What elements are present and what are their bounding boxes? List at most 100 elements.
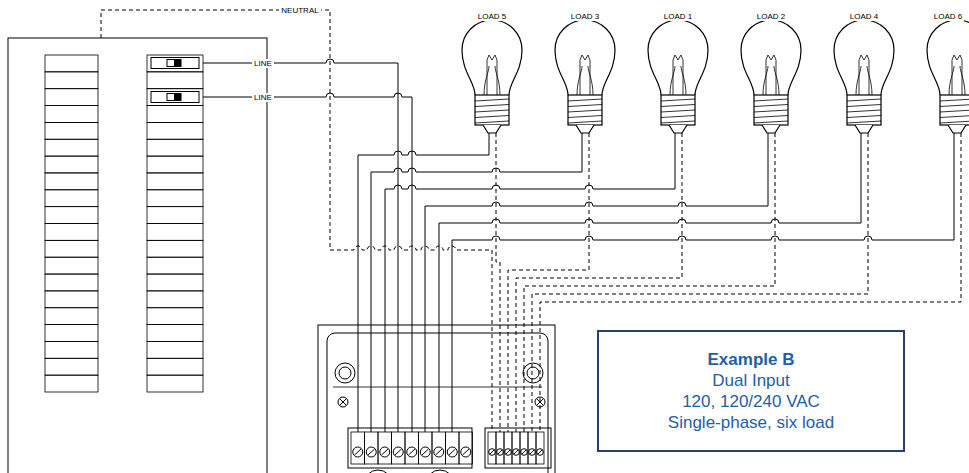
breaker-slot [45, 240, 98, 257]
knockout [364, 470, 392, 473]
terminal [488, 432, 496, 464]
box-text: Single-phase, six load [668, 412, 834, 433]
load-label: LOAD 6 [932, 12, 964, 21]
neutral-wire [508, 133, 589, 432]
terminal [504, 432, 512, 464]
breaker-slot [147, 156, 203, 173]
enclosure-outline [318, 325, 555, 473]
neutral-label: NEUTRAL [279, 6, 320, 15]
breaker-slot [147, 358, 203, 375]
light-bulb [555, 20, 615, 133]
load-label: LOAD 3 [569, 12, 601, 21]
breaker-slot [45, 122, 98, 139]
mounting-hole [527, 367, 539, 379]
breaker-slot [45, 341, 98, 358]
breaker-slot [147, 173, 203, 190]
breaker-slot [45, 72, 98, 89]
line-label: LINE [252, 59, 274, 68]
breaker-slot [147, 55, 203, 72]
line-label: LINE [252, 93, 274, 102]
breaker-slot [147, 72, 203, 89]
neutral-wire [496, 133, 500, 432]
breaker-slot [45, 375, 98, 392]
breaker-slot [45, 89, 98, 106]
enclosure-plate [327, 333, 548, 473]
light-bulb [834, 20, 894, 133]
breaker-slot [147, 106, 203, 123]
breaker-slot [45, 173, 98, 190]
breaker-slot [45, 224, 98, 241]
screw [338, 397, 348, 407]
circuit-breaker [151, 92, 199, 103]
breaker-slot [147, 122, 203, 139]
breaker-slot [147, 375, 203, 392]
breaker-slot [147, 190, 203, 207]
neutral-wire [101, 10, 492, 432]
terminal [459, 432, 473, 464]
line-wire [371, 133, 582, 432]
line-wire [203, 93, 412, 432]
light-bulb [648, 20, 708, 133]
circuit-breaker [151, 58, 199, 69]
light-bulb [741, 20, 801, 133]
load-label: LOAD 2 [755, 12, 787, 21]
light-bulb [462, 20, 522, 133]
breaker-slot [45, 55, 98, 72]
terminal [528, 432, 536, 464]
breaker-slot [45, 257, 98, 274]
load-label: LOAD 4 [848, 12, 880, 21]
caption-box: Example BDual Input120, 120/240 VACSingl… [597, 330, 905, 452]
breaker-slot [147, 341, 203, 358]
terminal [520, 432, 528, 464]
breaker-panel [8, 38, 267, 473]
breaker-slot [45, 291, 98, 308]
terminal [365, 432, 379, 464]
breaker-slot [147, 207, 203, 224]
knockout [426, 470, 454, 473]
lamp-loads [462, 20, 969, 133]
breaker-slot [45, 190, 98, 207]
breaker-slot [45, 139, 98, 156]
breaker-slot [45, 106, 98, 123]
mounting-hole [335, 363, 355, 383]
terminal [378, 432, 392, 464]
mounting-hole [339, 367, 351, 379]
terminal [536, 432, 544, 464]
box-text: 120, 120/240 VAC [682, 391, 820, 412]
controller-enclosure [318, 325, 555, 473]
breaker-slot [45, 325, 98, 342]
plate-edge [333, 387, 542, 388]
breaker-slot [45, 156, 98, 173]
breaker-slot [147, 89, 203, 106]
terminal [419, 432, 433, 464]
terminal [446, 432, 460, 464]
breaker-slot [147, 240, 203, 257]
breaker-slot [45, 207, 98, 224]
breaker-slot [147, 308, 203, 325]
breaker-slot [147, 325, 203, 342]
terminal [351, 432, 365, 464]
breaker-slot [45, 274, 98, 291]
breaker-slot [45, 308, 98, 325]
breaker-slot [147, 257, 203, 274]
terminal [392, 432, 406, 464]
panel-housing [8, 38, 267, 473]
line-wire [203, 59, 398, 432]
terminal [432, 432, 446, 464]
load-label: LOAD 5 [476, 12, 508, 21]
terminal [496, 432, 504, 464]
breaker-slot [45, 358, 98, 375]
load-label: LOAD 1 [662, 12, 694, 21]
breaker-slot [147, 224, 203, 241]
terminal-block [348, 428, 472, 468]
terminal [512, 432, 520, 464]
terminal-block [485, 428, 551, 468]
breaker-slot [147, 274, 203, 291]
line-wire [358, 133, 489, 432]
box-text: Dual Input [712, 370, 790, 391]
light-bulb [927, 20, 969, 133]
breaker-slot [147, 291, 203, 308]
box-heading: Example B [708, 349, 795, 370]
breaker-slot [147, 139, 203, 156]
